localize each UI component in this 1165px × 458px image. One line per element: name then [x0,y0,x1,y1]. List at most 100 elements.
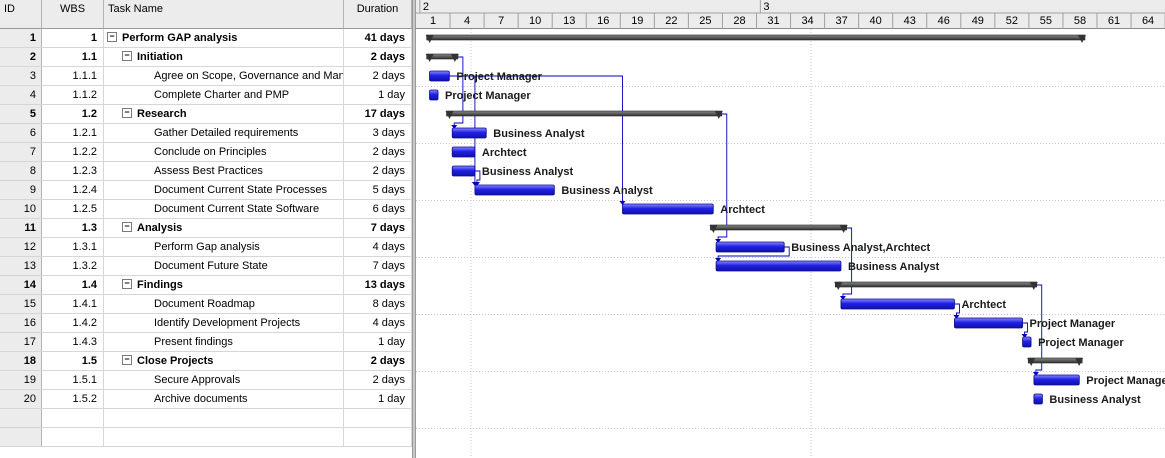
task-id[interactable]: 13 [0,257,42,275]
task-wbs[interactable]: 1.3.1 [42,238,104,256]
task-bar[interactable] [451,165,476,177]
task-duration[interactable]: 41 days [344,29,412,47]
task-bar[interactable] [1033,393,1043,405]
empty-row[interactable] [0,409,415,428]
task-duration[interactable]: 7 days [344,219,412,237]
task-id[interactable]: 2 [0,48,42,66]
task-name[interactable]: Document Current State Software [104,200,344,218]
task-bar[interactable] [840,298,955,310]
task-name[interactable]: Perform Gap analysis [104,238,344,256]
task-name[interactable]: Document Roadmap [104,295,344,313]
task-id[interactable]: 9 [0,181,42,199]
task-id[interactable]: 5 [0,105,42,123]
summary-bar[interactable] [834,281,1038,290]
task-name[interactable] [104,409,344,427]
collapse-toggle-icon[interactable]: − [122,51,132,62]
task-bar[interactable] [954,317,1023,329]
summary-bar[interactable] [425,34,1086,43]
collapse-toggle-icon[interactable]: − [122,222,132,233]
summary-bar[interactable] [425,53,459,62]
task-wbs[interactable]: 1.2.5 [42,200,104,218]
task-bar[interactable] [474,184,555,196]
task-duration[interactable]: 2 days [344,352,412,370]
task-id[interactable]: 3 [0,67,42,85]
task-bar[interactable] [451,127,487,139]
task-name[interactable]: −Analysis [104,219,344,237]
task-wbs[interactable]: 1.1.2 [42,86,104,104]
task-wbs[interactable]: 1.2.4 [42,181,104,199]
task-wbs[interactable]: 1.5.2 [42,390,104,408]
task-wbs[interactable]: 1.4.1 [42,295,104,313]
task-wbs[interactable]: 1.4.3 [42,333,104,351]
task-duration[interactable]: 2 days [344,371,412,389]
task-id[interactable] [0,409,42,427]
task-id[interactable]: 1 [0,29,42,47]
task-duration[interactable]: 2 days [344,48,412,66]
task-id[interactable]: 14 [0,276,42,294]
task-duration[interactable]: 3 days [344,124,412,142]
task-wbs[interactable]: 1.2.2 [42,143,104,161]
task-id[interactable]: 6 [0,124,42,142]
task-name[interactable]: −Initiation [104,48,344,66]
task-name[interactable]: Agree on Scope, Governance and Managemen… [104,67,344,85]
task-name[interactable]: Document Future State [104,257,344,275]
task-duration[interactable]: 17 days [344,105,412,123]
task-duration[interactable]: 13 days [344,276,412,294]
task-wbs[interactable]: 1.5 [42,352,104,370]
task-duration[interactable]: 2 days [344,67,412,85]
task-duration[interactable]: 5 days [344,181,412,199]
task-duration[interactable] [344,428,412,446]
task-wbs[interactable]: 1.2.3 [42,162,104,180]
task-duration[interactable]: 1 day [344,86,412,104]
task-name[interactable]: Conclude on Principles [104,143,344,161]
task-name[interactable]: Document Current State Processes [104,181,344,199]
task-name[interactable]: Secure Approvals [104,371,344,389]
task-duration[interactable]: 7 days [344,257,412,275]
task-id[interactable]: 11 [0,219,42,237]
task-name[interactable]: Assess Best Practices [104,162,344,180]
task-duration[interactable]: 4 days [344,314,412,332]
task-id[interactable]: 17 [0,333,42,351]
task-wbs[interactable]: 1.1 [42,48,104,66]
summary-bar[interactable] [1027,357,1084,366]
task-wbs[interactable]: 1.3 [42,219,104,237]
task-name[interactable]: −Perform GAP analysis [104,29,344,47]
task-name[interactable]: Identify Development Projects [104,314,344,332]
task-wbs[interactable] [42,409,104,427]
task-bar[interactable] [1033,374,1080,386]
task-wbs[interactable]: 1.4.2 [42,314,104,332]
task-name[interactable]: −Close Projects [104,352,344,370]
summary-bar[interactable] [709,224,848,233]
task-duration[interactable]: 6 days [344,200,412,218]
collapse-toggle-icon[interactable]: − [122,108,132,119]
task-id[interactable]: 16 [0,314,42,332]
task-id[interactable]: 19 [0,371,42,389]
task-id[interactable]: 15 [0,295,42,313]
task-bar[interactable] [622,203,714,215]
column-header-duration[interactable]: Duration [344,0,412,29]
task-name[interactable]: Complete Charter and PMP [104,86,344,104]
task-id[interactable]: 8 [0,162,42,180]
task-id[interactable] [0,428,42,446]
task-duration[interactable]: 1 day [344,333,412,351]
task-duration[interactable]: 2 days [344,143,412,161]
task-wbs[interactable]: 1.4 [42,276,104,294]
task-wbs[interactable]: 1.2.1 [42,124,104,142]
task-wbs[interactable]: 1.2 [42,105,104,123]
